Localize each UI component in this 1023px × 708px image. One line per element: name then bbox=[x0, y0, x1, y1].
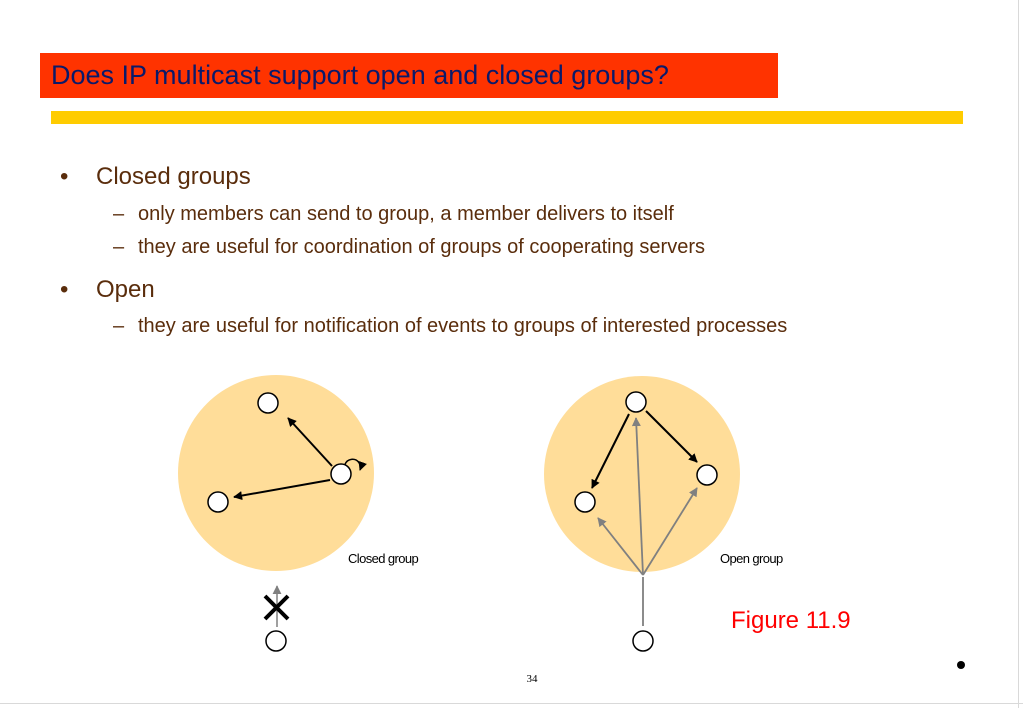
slide-edge-bottom bbox=[0, 703, 1023, 704]
open-member-top bbox=[625, 391, 647, 413]
closed-group-diagram: Closed group bbox=[178, 375, 419, 652]
closed-arrow-to-top-member bbox=[287, 417, 333, 467]
sub-bullet-marker: – bbox=[113, 203, 125, 225]
open-group-area bbox=[544, 376, 740, 572]
sub-bullet-text: they are useful for coordination of grou… bbox=[138, 236, 705, 258]
closed-member-left bbox=[207, 491, 229, 513]
slide-edge-right bbox=[1018, 0, 1019, 708]
bullet-list: • Closed groups – only members can send … bbox=[0, 0, 1023, 350]
open-member-right bbox=[696, 464, 718, 486]
closed-member-sender bbox=[330, 463, 352, 485]
bullet-marker: • bbox=[60, 276, 69, 303]
outside-process-open bbox=[632, 630, 654, 652]
sub-bullet-marker: – bbox=[113, 315, 125, 337]
sub-bullet-text: only members can send to group, a member… bbox=[138, 203, 674, 225]
stray-dot bbox=[957, 661, 965, 669]
slide-title: Does IP multicast support open and close… bbox=[51, 60, 669, 90]
slide-title-box: Does IP multicast support open and close… bbox=[40, 53, 778, 98]
open-arrow-to-left-member bbox=[597, 517, 644, 576]
outside-process-closed bbox=[265, 630, 287, 652]
closed-member-top bbox=[257, 392, 279, 414]
title-underline-rule bbox=[51, 111, 963, 124]
closed-group-caption: Closed group bbox=[348, 551, 418, 566]
open-arrow-top-to-right bbox=[645, 410, 698, 463]
open-arrow-to-right-member bbox=[642, 487, 698, 576]
open-arrow-top-to-left bbox=[591, 413, 630, 489]
page-number: 34 bbox=[526, 673, 538, 685]
sub-bullet-text: they are useful for notification of even… bbox=[138, 315, 788, 337]
bullet-text: Closed groups bbox=[96, 163, 251, 190]
open-arrow-to-top-member bbox=[631, 417, 644, 576]
open-group-caption: Open group bbox=[720, 551, 783, 566]
open-member-left bbox=[574, 491, 596, 513]
bullet-text: Open bbox=[96, 276, 155, 303]
cross-x-icon bbox=[263, 594, 290, 621]
sub-bullet-marker: – bbox=[113, 236, 125, 258]
open-group-diagram: Open group bbox=[544, 376, 784, 652]
figure-label: Figure 11.9 bbox=[731, 607, 851, 634]
bullet-marker: • bbox=[60, 163, 69, 190]
closed-group-area bbox=[178, 375, 374, 571]
closed-arrow-to-left-member bbox=[233, 479, 331, 501]
